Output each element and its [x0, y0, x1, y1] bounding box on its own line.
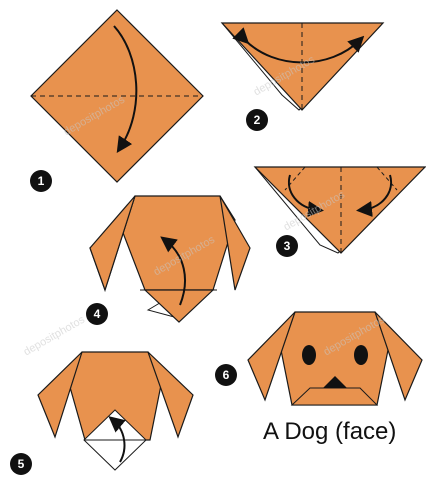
- right-eye: [354, 345, 368, 365]
- caption: A Dog (face): [263, 418, 396, 446]
- step-badge-6: 6: [215, 364, 237, 386]
- step-5-diagram: [38, 352, 193, 470]
- step-badge-4: 4: [86, 303, 108, 325]
- step-badge-3: 3: [276, 235, 298, 257]
- step-6-diagram: [248, 312, 422, 405]
- step-badge-2: 2: [246, 109, 268, 131]
- step-badge-5: 5: [10, 453, 32, 475]
- step-badge-1: 1: [30, 170, 52, 192]
- left-eye: [302, 345, 316, 365]
